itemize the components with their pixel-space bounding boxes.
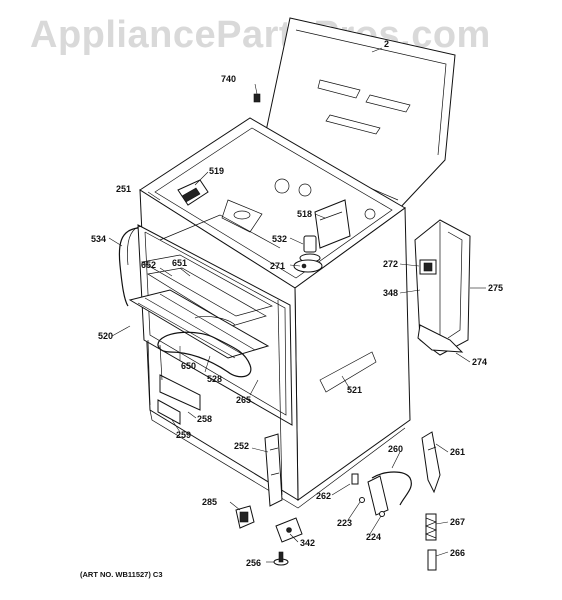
label-265: 265 [236, 395, 251, 405]
label-519: 519 [209, 166, 224, 176]
label-532: 532 [272, 234, 287, 244]
label-520: 520 [98, 331, 113, 341]
label-262: 262 [316, 491, 331, 501]
label-271: 271 [270, 261, 285, 271]
label-266: 266 [450, 548, 465, 558]
rear-panel-assembly [414, 219, 471, 356]
label-348: 348 [383, 288, 398, 298]
part-262 [351, 473, 359, 485]
label-258: 258 [197, 414, 212, 424]
leader-lines [108, 47, 486, 563]
door-seal [118, 225, 143, 307]
part-266 [427, 549, 437, 571]
art-number: (ART NO. WB11527) C3 [80, 570, 163, 579]
label-224: 224 [366, 532, 381, 542]
label-528: 528 [207, 374, 222, 384]
part-532 [299, 235, 321, 263]
part-285 [235, 505, 255, 529]
part-342 [275, 517, 303, 543]
label-267: 267 [450, 517, 465, 527]
label-650: 650 [181, 361, 196, 371]
label-261: 261 [450, 447, 465, 457]
label-223: 223 [337, 518, 352, 528]
part-518 [314, 199, 351, 249]
label-342: 342 [300, 538, 315, 548]
label-285: 285 [202, 497, 217, 507]
label-518: 518 [297, 209, 312, 219]
label-260: 260 [388, 444, 403, 454]
part-labels: 2 740 519 251 518 534 532 652 651 271 27… [91, 39, 503, 568]
label-534: 534 [91, 234, 106, 244]
label-272: 272 [383, 259, 398, 269]
part-267 [425, 513, 437, 541]
label-521: 521 [347, 385, 362, 395]
label-259: 259 [176, 430, 191, 440]
label-251: 251 [116, 184, 131, 194]
part-256 [273, 551, 289, 566]
label-256: 256 [246, 558, 261, 568]
part-224 [379, 511, 385, 517]
label-652: 652 [141, 260, 156, 270]
part-261 [421, 431, 441, 494]
part-740 [253, 93, 261, 103]
label-740: 740 [221, 74, 236, 84]
label-252: 252 [234, 441, 249, 451]
label-275: 275 [488, 283, 503, 293]
label-274: 274 [472, 357, 487, 367]
oven-racks [128, 254, 273, 378]
label-651: 651 [172, 258, 187, 268]
label-2: 2 [384, 39, 389, 49]
part-271 [293, 259, 323, 273]
rack-rails [147, 339, 201, 425]
part-260 [367, 471, 412, 516]
part-223 [359, 497, 365, 503]
part-519 [177, 179, 209, 206]
part-252 [264, 433, 283, 507]
